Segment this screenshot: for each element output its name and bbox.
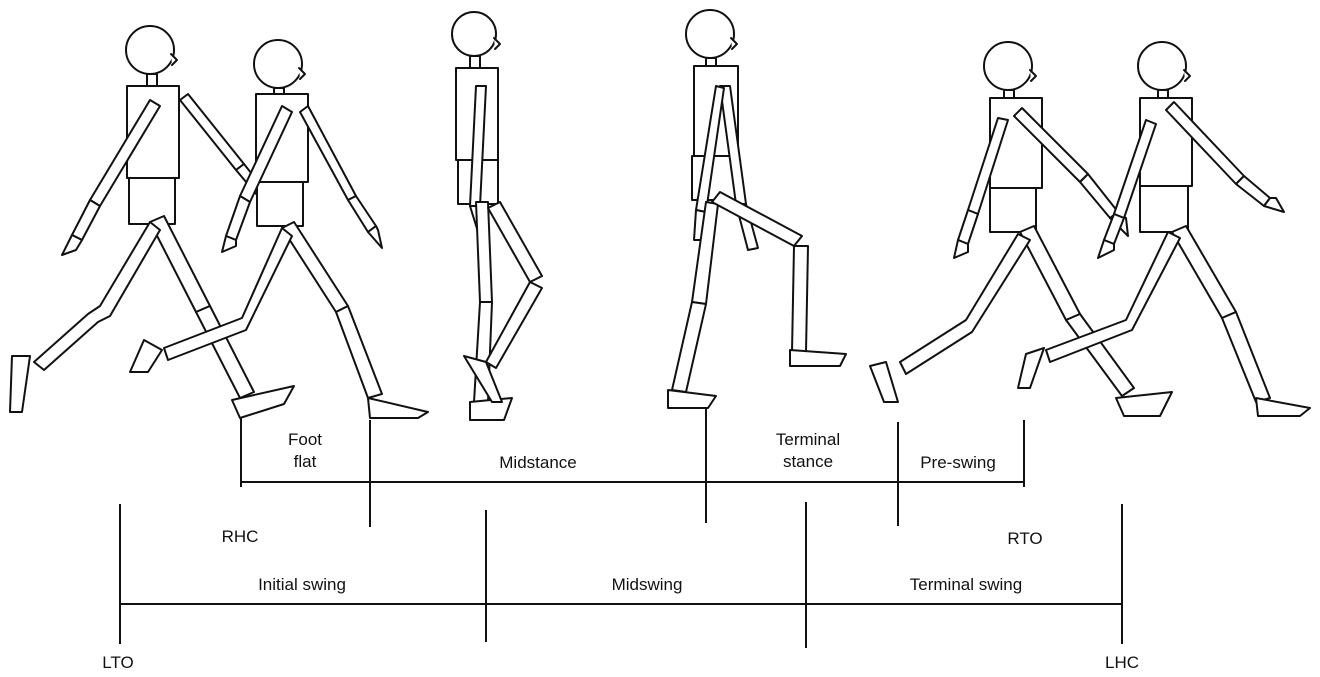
walker-figure-3 xyxy=(452,12,542,420)
phase-timeline xyxy=(120,408,1122,648)
phase-label-midstance: Midstance xyxy=(499,452,576,474)
phase-label-midswing: Midswing xyxy=(612,574,683,596)
phase-label-line1: Terminal xyxy=(776,429,840,451)
walker-figure-5 xyxy=(870,42,1172,416)
phase-label-pre-swing: Pre-swing xyxy=(920,452,996,474)
event-label-rto: RTO xyxy=(1007,528,1042,550)
walker-figure-6 xyxy=(1018,42,1310,416)
event-label-rhc: RHC xyxy=(222,526,259,548)
walker-figure-4 xyxy=(668,10,846,408)
phase-label-initial-swing: Initial swing xyxy=(258,574,346,596)
phase-label-foot-flat: Foot flat xyxy=(288,429,322,473)
event-label-lhc: LHC xyxy=(1105,652,1139,674)
event-label-lto: LTO xyxy=(102,652,134,674)
phase-label-terminal-stance: Terminal stance xyxy=(776,429,840,473)
phase-label-line2: flat xyxy=(288,451,322,473)
phase-label-line2: stance xyxy=(776,451,840,473)
phase-label-line1: Foot xyxy=(288,429,322,451)
phase-label-terminal-swing: Terminal swing xyxy=(910,574,1022,596)
